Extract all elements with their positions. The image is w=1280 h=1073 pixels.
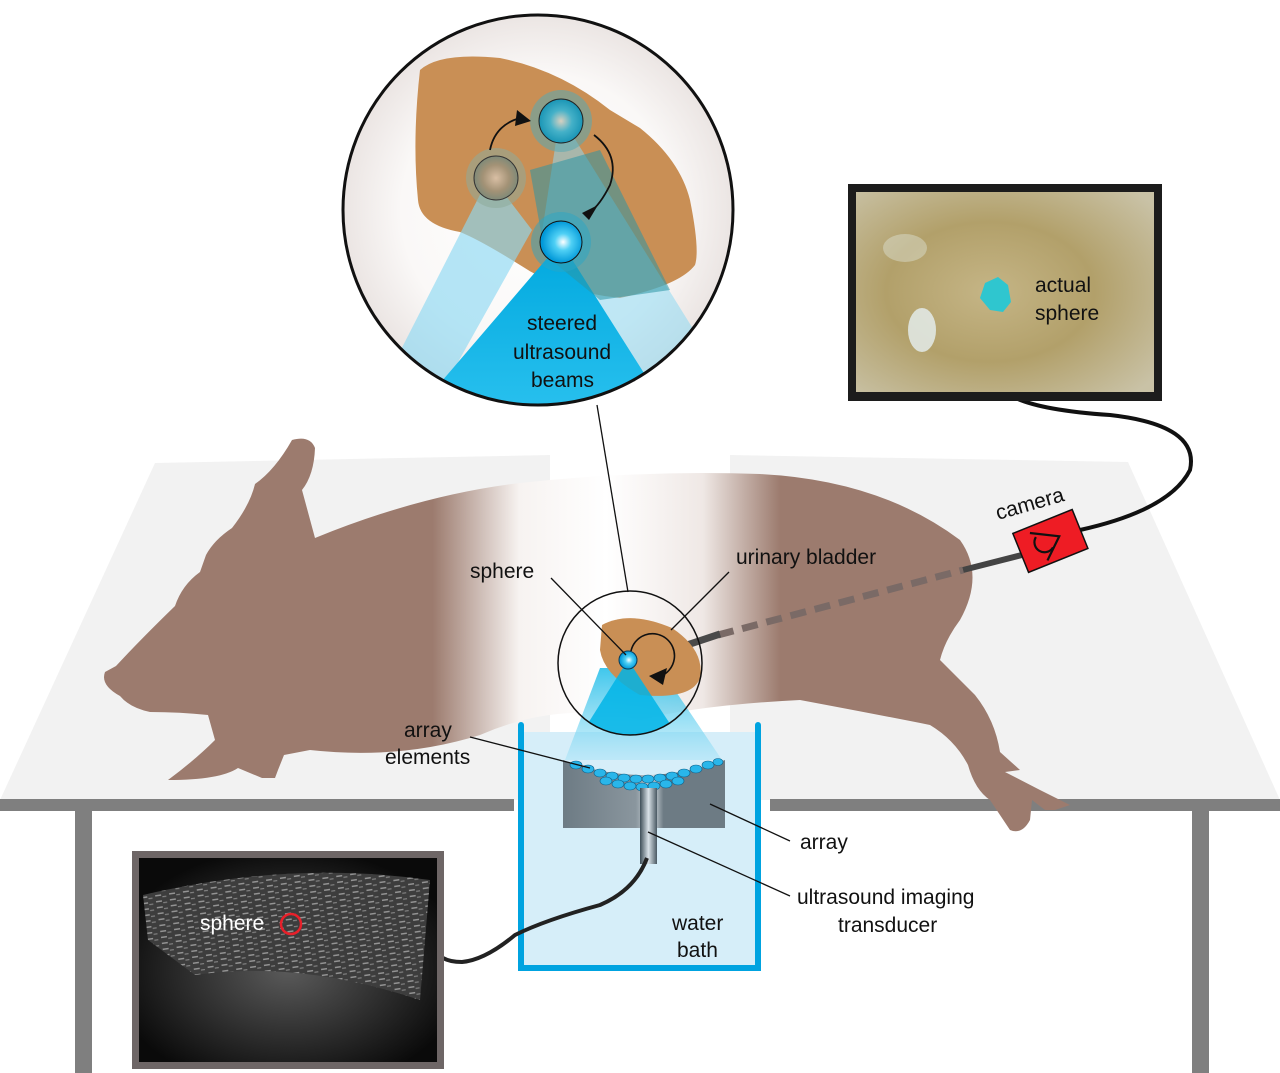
array-label: array — [800, 831, 848, 854]
circular-arrow-icon — [630, 632, 676, 685]
array-elements-label-2: elements — [385, 746, 470, 769]
beam-center — [400, 242, 680, 405]
tissue-highlight — [883, 234, 927, 262]
sphere-label: sphere — [470, 560, 534, 583]
actual-sphere-label-2: sphere — [1035, 302, 1099, 325]
arrow-head-2 — [582, 205, 598, 220]
array-elements — [569, 758, 724, 792]
leader-array-elements — [469, 736, 591, 769]
camera-rod-outside — [962, 552, 1023, 573]
pig-silhouette — [104, 438, 1070, 832]
sphere-position-1 — [473, 155, 519, 201]
tank-wall — [518, 722, 761, 971]
leader-lines — [469, 404, 791, 897]
water-bath: water bath — [442, 668, 761, 971]
table-edge-left — [0, 799, 514, 811]
ultrasound-beam-focus — [580, 660, 678, 735]
camera-eye-icon — [1029, 531, 1061, 561]
sphere-position-2 — [538, 98, 584, 144]
camera-cable — [1008, 393, 1193, 532]
camera-body — [1011, 508, 1089, 574]
camera — [1011, 508, 1089, 574]
table-leg-right — [1192, 810, 1209, 1073]
steered-beams-label-1: steered — [527, 312, 597, 335]
transducer-label-1: ultrasound imaging — [797, 886, 974, 909]
sphere-small — [618, 650, 638, 670]
transducer-label-2: transducer — [838, 914, 937, 937]
steered-beams-label-2: ultrasound — [513, 341, 611, 364]
actual-sphere-marker — [980, 277, 1011, 312]
leader-bladder — [670, 571, 730, 631]
detail-circle — [557, 590, 703, 736]
camera-rod-dashed — [717, 566, 964, 639]
transducer-cable — [442, 857, 649, 965]
ultrasound-sphere-label: sphere — [200, 912, 264, 935]
urinary-bladder-label: urinary bladder — [736, 546, 876, 569]
array-elements-label-1: array — [404, 719, 452, 742]
ultrasound-sphere-marker — [279, 912, 303, 936]
leader-zoom — [596, 404, 629, 593]
arrow-head-1 — [515, 110, 531, 126]
water-bath-label-1: water — [671, 912, 723, 935]
bladder-detail — [557, 590, 703, 736]
ultrasound-speckle — [143, 872, 430, 1000]
tissue-highlight — [908, 308, 936, 352]
imaging-transducer — [640, 788, 657, 864]
zoom-inset-border — [341, 13, 735, 407]
camera-monitor: actual sphere — [848, 184, 1162, 401]
leader-transducer — [647, 831, 791, 897]
zoom-inset: steered ultrasound beams — [341, 13, 735, 407]
leader-array — [709, 803, 791, 842]
ultrasound-monitor: sphere — [132, 851, 444, 1069]
actual-sphere-label-1: actual — [1035, 274, 1091, 297]
steered-beams-label-3: beams — [531, 369, 594, 392]
table-leg-left — [75, 810, 92, 1073]
sphere-position-3 — [539, 220, 583, 264]
leader-sphere — [550, 577, 627, 656]
water-bath-label-2: bath — [677, 939, 718, 962]
